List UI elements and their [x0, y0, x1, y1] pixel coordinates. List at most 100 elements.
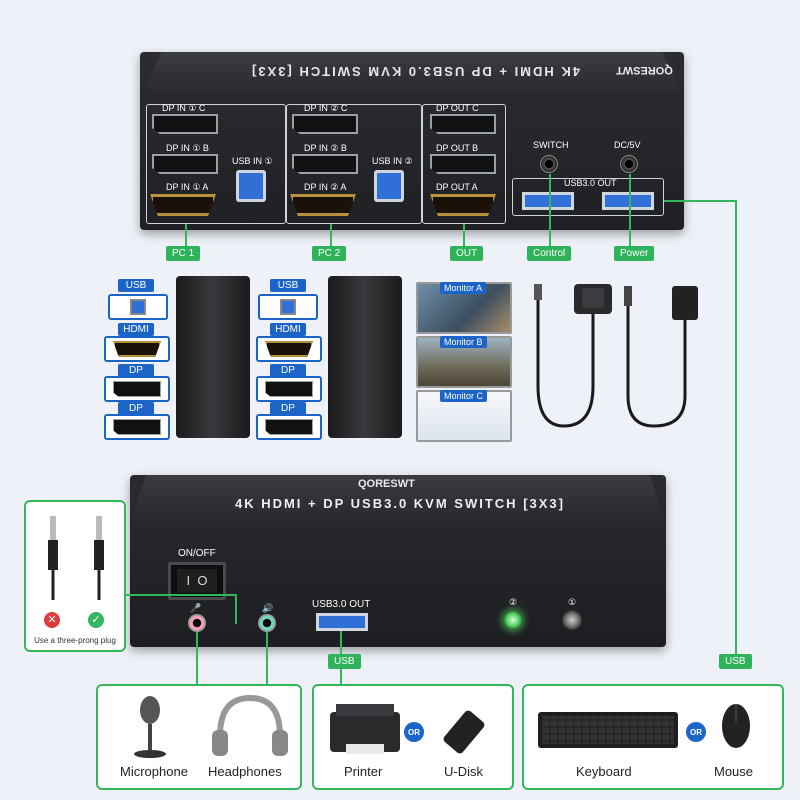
dp-cable-pc2-2	[256, 414, 322, 440]
printer-paper	[346, 744, 384, 754]
usb-b-port-pc1[interactable]	[236, 170, 266, 202]
dc-label: DC/5V	[614, 140, 641, 150]
switch-jack[interactable]	[540, 155, 558, 173]
keyboard-keys	[542, 716, 674, 744]
dc-power-jack[interactable]	[620, 155, 638, 173]
hdmi-port-pc1[interactable]	[150, 194, 216, 216]
usb-out-box	[512, 178, 664, 216]
headphones-left-cup	[212, 730, 228, 756]
led-indicator-1	[562, 610, 582, 630]
hdmi-tag-pc2: HDMI	[270, 323, 306, 336]
input-devices-panel: OR Keyboard Mouse	[522, 684, 784, 790]
plug-note-panel: ✕ ✓ Use a three-prong plug	[24, 500, 126, 652]
udisk-label: U-Disk	[444, 764, 483, 779]
connector-line-mic	[196, 632, 198, 684]
led-label-1: ①	[568, 597, 577, 607]
power-adapter	[672, 286, 698, 320]
port-label-pc2-a: DP IN ② A	[304, 182, 347, 192]
printer-label: Printer	[344, 764, 383, 779]
usb-tag-pc1: USB	[118, 279, 154, 292]
microphone-base	[134, 750, 166, 758]
dp-tag-pc2-2: DP	[270, 402, 306, 415]
connector-line-usb-right-v	[735, 200, 737, 654]
on-off-label: ON/OFF	[178, 548, 216, 559]
usb-devices-panel: OR Printer U-Disk	[312, 684, 514, 790]
connector-line-pc2	[330, 224, 332, 248]
keyboard-label: Keyboard	[576, 764, 632, 779]
connector-line-pc1	[185, 224, 187, 248]
printer-body	[330, 712, 400, 752]
hdmi-port-out[interactable]	[430, 194, 496, 216]
headphone-jack[interactable]	[258, 614, 276, 632]
microphone-label: Microphone	[120, 764, 188, 779]
power-rocker-switch[interactable]: I O	[168, 562, 226, 600]
group-box-pc2	[286, 104, 422, 224]
port-label-pc2-c: DP IN ② C	[304, 103, 348, 113]
microphone-jack[interactable]	[188, 614, 206, 632]
tag-pc1: PC 1	[166, 246, 201, 261]
dp-port-out-c[interactable]	[430, 114, 496, 134]
dp-port-pc1-c[interactable]	[152, 114, 218, 134]
monitor-a-label: Monitor A	[440, 282, 487, 294]
rear-title: 4K HDMI + DP USB3.0 KVM SWITCH [3X3]	[249, 64, 581, 79]
plug-note-text: Use a three-prong plug	[34, 636, 116, 645]
usb-tag-pc2: USB	[270, 279, 306, 292]
usb-in-label-pc2: USB IN ②	[372, 156, 413, 166]
audio-panel: Microphone Headphones	[96, 684, 302, 790]
usb-in-label-pc1: USB IN ①	[232, 156, 273, 166]
or-badge-input: OR	[686, 722, 706, 742]
front-title: 4K HDMI + DP USB3.0 KVM SWITCH [3X3]	[234, 496, 566, 511]
group-box-out	[422, 104, 506, 224]
front-usb-a-port[interactable]	[316, 613, 368, 631]
microphone-stand	[148, 724, 152, 752]
usb-cable-pc1	[108, 294, 168, 320]
headphones-right-cup	[272, 730, 288, 756]
tag-control: Control	[527, 246, 572, 261]
tag-pc2: PC 2	[312, 246, 347, 261]
dp-cable-pc2-1	[256, 376, 322, 402]
dp-port-out-b[interactable]	[430, 154, 496, 174]
udisk-body	[443, 710, 485, 754]
kvm-switch-rear-lid	[140, 52, 684, 98]
hdmi-cable-pc1	[104, 336, 170, 362]
connector-line-plug-h	[126, 594, 236, 596]
plug-2-body	[94, 540, 104, 570]
dp-cable-pc1-1	[104, 376, 170, 402]
printer-top	[336, 704, 394, 716]
rear-usb-a-port-2[interactable]	[602, 192, 654, 210]
audio-devices-illustration	[134, 694, 288, 758]
switch-label: SWITCH	[533, 140, 569, 150]
hdmi-port-pc2[interactable]	[290, 194, 356, 216]
dp-tag-pc1-2: DP	[118, 402, 154, 415]
rear-brand: QORESWT	[616, 64, 673, 76]
connector-line-headphone	[266, 632, 268, 684]
port-label-pc1-b: DP IN ① B	[166, 143, 209, 153]
plug-1-body	[48, 540, 58, 570]
adapter-cable	[626, 304, 687, 428]
led-indicator-2	[503, 610, 523, 630]
or-badge-usb: OR	[404, 722, 424, 742]
monitor-c-label: Monitor C	[440, 390, 488, 402]
mouse-label: Mouse	[714, 764, 754, 779]
rear-usb-a-port-1[interactable]	[522, 192, 574, 210]
plug-2-tip	[96, 516, 102, 540]
wired-remote-button	[582, 288, 604, 308]
remote-plug	[534, 284, 542, 300]
hdmi-cable-pc2	[256, 336, 322, 362]
input-devices-illustration	[538, 704, 750, 748]
wrong-plug-icon: ✕	[44, 612, 60, 628]
connector-line-power	[629, 174, 631, 248]
headphones-band	[217, 694, 283, 737]
connector-line-plug-v	[235, 594, 237, 624]
dp-port-pc2-c[interactable]	[292, 114, 358, 134]
dp-port-pc2-b[interactable]	[292, 154, 358, 174]
usb-b-port-pc2[interactable]	[374, 170, 404, 202]
port-label-out-c: DP OUT C	[436, 103, 479, 113]
dp-port-pc1-b[interactable]	[152, 154, 218, 174]
port-label-out-a: DP OUT A	[436, 182, 478, 192]
plug-1-tip	[50, 516, 56, 540]
front-brand: QORESWT	[358, 478, 415, 490]
connector-line-out	[463, 224, 465, 248]
audio-plugs-illustration	[48, 516, 104, 600]
port-label-out-b: DP OUT B	[436, 143, 479, 153]
